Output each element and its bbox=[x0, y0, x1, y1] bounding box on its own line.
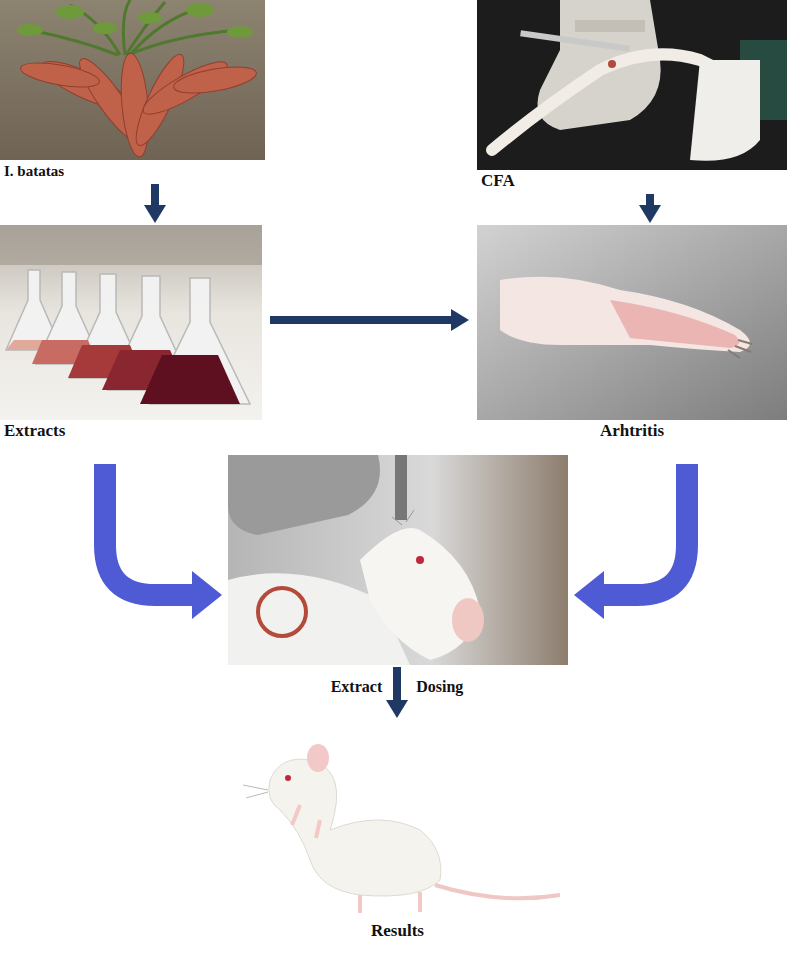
photo-panel bbox=[228, 455, 568, 665]
extract-flasks-photo bbox=[0, 225, 262, 420]
photo-panel: Results bbox=[230, 720, 565, 942]
arrow-label: Extract Dosing bbox=[331, 677, 464, 697]
flow-arrow bbox=[270, 309, 469, 331]
panel-label: I. batatas bbox=[0, 160, 265, 182]
flow-arrow bbox=[144, 184, 166, 223]
panel-label: Results bbox=[230, 920, 565, 942]
flow-arrow bbox=[574, 464, 687, 619]
arthritic-paw-photo bbox=[477, 225, 787, 420]
photo-panel: Arhtritis bbox=[477, 225, 787, 442]
panel-label: Arhtritis bbox=[477, 420, 787, 442]
panel-label: Extracts bbox=[0, 420, 262, 442]
flow-arrow bbox=[105, 464, 222, 619]
flow-arrow bbox=[639, 194, 661, 223]
healthy-rat-photo bbox=[230, 720, 565, 920]
photo-panel: CFA bbox=[477, 0, 787, 192]
photo-panel: Extracts bbox=[0, 225, 262, 442]
photo-panel: I. batatas bbox=[0, 0, 265, 182]
panel-label: CFA bbox=[477, 170, 787, 192]
sweet-potato-photo bbox=[0, 0, 265, 160]
oral-gavage-photo bbox=[228, 455, 568, 665]
tail-injection-photo bbox=[477, 0, 787, 170]
